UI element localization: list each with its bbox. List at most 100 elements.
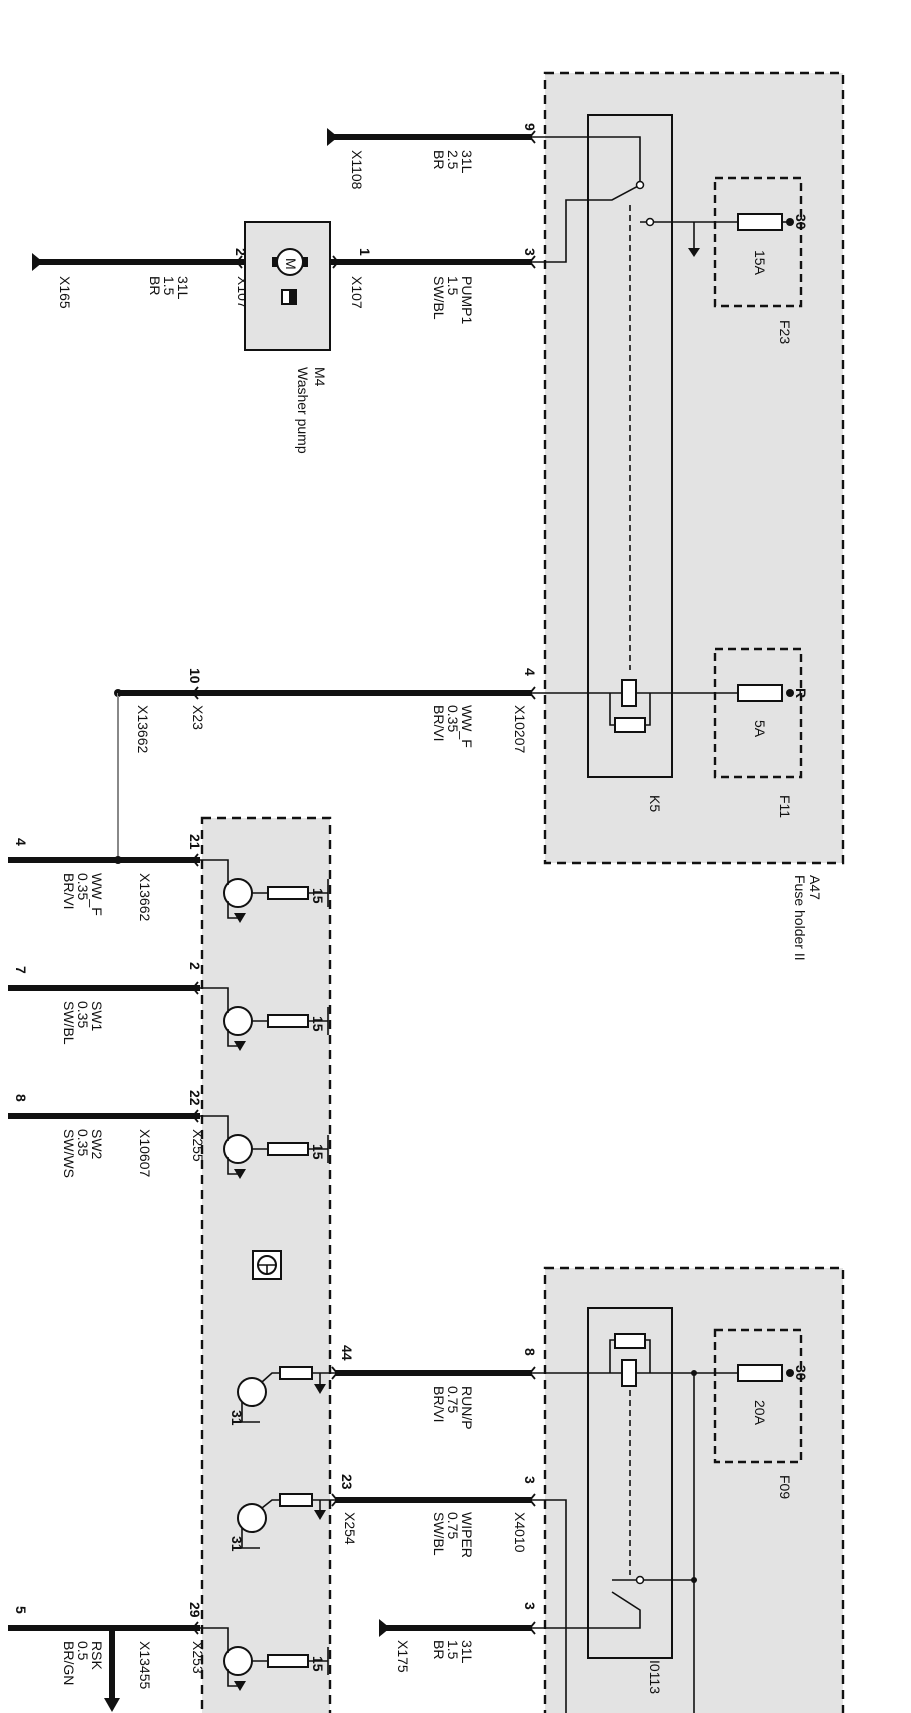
fuse-f09-rating: 20A [752, 1400, 768, 1426]
transistor-icon [200, 1115, 329, 1179]
wire-name: 31L [459, 1640, 475, 1664]
splice-x13662-top-label: X13662 [135, 705, 151, 753]
m4-name-label: Washer pump [295, 367, 311, 454]
wire-color: SW/BL [61, 1001, 77, 1045]
transistor-icon [237, 1493, 335, 1549]
ground-x1108-icon [327, 128, 338, 146]
wire-gauge: 0.35 [445, 705, 461, 732]
connector-x107-right-label: X107 [349, 276, 365, 309]
wire-gauge: 0.75 [445, 1386, 461, 1413]
pin-44-label: 44 [339, 1345, 355, 1361]
connector-x1108-label: X1108 [349, 150, 365, 190]
wire-color: SW/WS [61, 1129, 77, 1178]
a47-id: A47 [807, 875, 823, 900]
left-pin-5-label: 5 [13, 1606, 29, 1614]
wire-gauge: 0.35 [75, 873, 91, 900]
transistor-icon [200, 1627, 329, 1691]
connector-x4010-label: X4010 [512, 1512, 528, 1553]
wire-gauge: 1.5 [445, 276, 461, 296]
relay-k5-id: K5 [647, 795, 663, 812]
k5-coil [621, 679, 637, 707]
fuse-f09-terminal [786, 1369, 794, 1377]
wire-name: PUMP1 [459, 276, 475, 324]
relay-k5-switch-lines [532, 136, 738, 263]
connector-x23-label: X23 [190, 705, 206, 730]
pin-9-label: 9 [522, 123, 538, 131]
wire-label-ww-f-upper: WW_F 0.35 BR/VI [431, 705, 475, 748]
wire-color: SW/BL [431, 276, 447, 320]
fuse-f23-terminal-label: 30 [793, 214, 809, 230]
ground-x175-icon [379, 1619, 390, 1637]
channel-wiper: 23 3 WIPER 0.75 SW/BL X4010 X254 31 [229, 1474, 567, 1713]
channel-run-p: 44 8 RUN/P 0.75 BR/VI 31 30 20A F09 [229, 1333, 809, 1713]
wire-name: 31L [459, 150, 475, 174]
pin-2-cu-label: 2 [187, 962, 203, 970]
channel-sw1: 2 7 SW1 0.35 SW/BL 15 [8, 962, 329, 1051]
relay-pin-3-label: 3 [522, 1476, 538, 1484]
wire-gauge: 2.5 [445, 150, 461, 170]
connector-chevrons [191, 130, 536, 1635]
fuse-f23-box [713, 176, 803, 308]
lower-relay-coil [621, 1359, 637, 1387]
wire-color: SW/BL [431, 1512, 447, 1556]
pin-10-label: 10 [187, 668, 203, 684]
pin-21-label: 21 [187, 834, 203, 850]
wire-label-31l-x1108: 31L 2.5 BR [431, 150, 475, 174]
fuse-f09-terminal-label: 30 [793, 1365, 809, 1381]
wire-gauge: 0.75 [445, 1512, 461, 1539]
fuse-f11-terminal-label: R [793, 688, 809, 698]
channel-rsk: 29 5 RSK 0.5 BR/GN X253 X13455 15 [8, 1602, 329, 1712]
connector-x165-label: X165 [57, 276, 73, 309]
wire-label-pump1: PUMP1 1.5 SW/BL [431, 276, 475, 324]
connector-x254-label: X254 [342, 1512, 358, 1545]
relay-pin-8-label: 8 [522, 1348, 538, 1356]
fuse-f23-terminal [786, 218, 794, 226]
transistor-icon [200, 987, 329, 1051]
wire-color: BR/GN [61, 1641, 77, 1685]
connector-x253-label: X253 [190, 1641, 206, 1674]
channel-31l-x175: 3 31L 1.5 BR X175 I0113 [379, 1390, 697, 1694]
wire-name: WIPER [459, 1512, 475, 1558]
lower-relay-resistor [614, 1333, 646, 1349]
washer-pump-body [244, 221, 331, 351]
supply-15-label: 15 [310, 888, 326, 904]
fuse-f23-rating: 15A [752, 250, 768, 276]
switch-contact [635, 180, 645, 190]
wire-gauge: 1.5 [445, 1640, 461, 1660]
wire-color: BR [147, 276, 163, 295]
fuse-f11-rating: 5A [752, 720, 768, 738]
fuse-f23-element [737, 213, 783, 231]
motor-symbol: M [283, 258, 299, 270]
supply-15-label: 15 [310, 1144, 326, 1160]
lower-relay-id: I0113 [647, 1660, 663, 1694]
pin-29-label: 29 [187, 1602, 203, 1618]
connector-x10207-label: X10207 [512, 705, 528, 753]
a47-name: Fuse holder II [792, 875, 808, 961]
pin-3-label: 3 [522, 248, 538, 256]
wire-name: RUN/P [459, 1386, 475, 1430]
transistor-icon [200, 859, 329, 923]
connector-x175-label: X175 [395, 1640, 411, 1673]
wire-gauge: 0.35 [75, 1129, 91, 1156]
wire-label-31l-x165: 31L 1.5 BR [147, 276, 191, 300]
control-unit-icon [252, 1250, 282, 1280]
wire-color: BR/VI [431, 705, 447, 742]
m4-id-label: M4 [312, 367, 328, 387]
wire-color: BR/VI [61, 873, 77, 910]
wire-name: SW2 [89, 1129, 105, 1160]
motor-icon: M [272, 248, 308, 276]
splice-x13455-label: X13455 [137, 1641, 153, 1689]
wire-name: RSK [89, 1641, 105, 1670]
transistor-icon [237, 1366, 335, 1423]
wire-name: WW_F [89, 873, 105, 916]
fuse-f11-element [737, 684, 783, 702]
pump-pin-2-label: 2 [233, 248, 249, 256]
pump-pin-1-label: 1 [357, 248, 373, 256]
pin-4-label: 4 [522, 668, 538, 676]
pump-symbol-icon [281, 289, 297, 305]
left-pin-8-label: 8 [13, 1094, 29, 1102]
wire-color: BR [431, 1640, 447, 1659]
relay-pin-3b-label: 3 [522, 1602, 538, 1610]
supply-15-label: 15 [310, 1016, 326, 1032]
ground-31-label: 31 [229, 1536, 245, 1552]
